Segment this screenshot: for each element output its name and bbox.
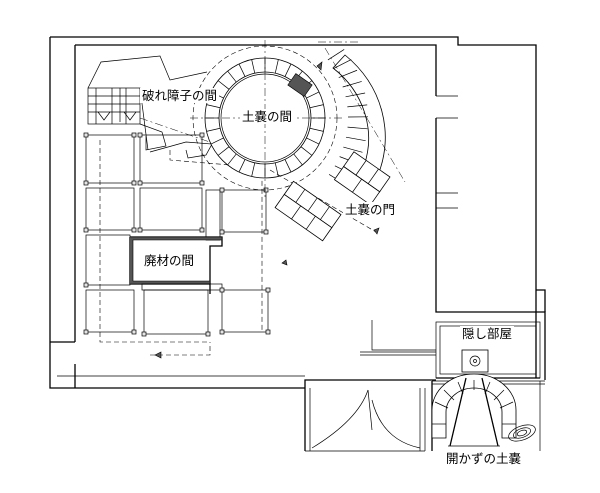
- broken-shoji-area: [87, 55, 213, 159]
- panel-grid: [85, 117, 269, 356]
- entrance-doors: [304, 388, 426, 452]
- room-label-sandbag: 土嚢の間: [240, 109, 295, 124]
- sandbag-pile-icon: [508, 424, 536, 442]
- sandbag-stacks: [274, 151, 391, 242]
- room-label-broken-shoji: 破れ障子の間: [140, 88, 220, 103]
- unopened-sandbag-arch: [431, 373, 517, 447]
- room-label-unopened-sandbag: 開かずの土嚢: [444, 451, 524, 466]
- room-label-hidden: 隠し部屋: [460, 326, 515, 341]
- exterior-walls: [49, 36, 546, 389]
- post-markers: [83, 132, 271, 337]
- misc-bottom: [154, 320, 436, 359]
- room-label-sandbag-gate: 土嚢の門: [343, 202, 398, 217]
- room-label-scrap: 廃材の間: [142, 253, 197, 268]
